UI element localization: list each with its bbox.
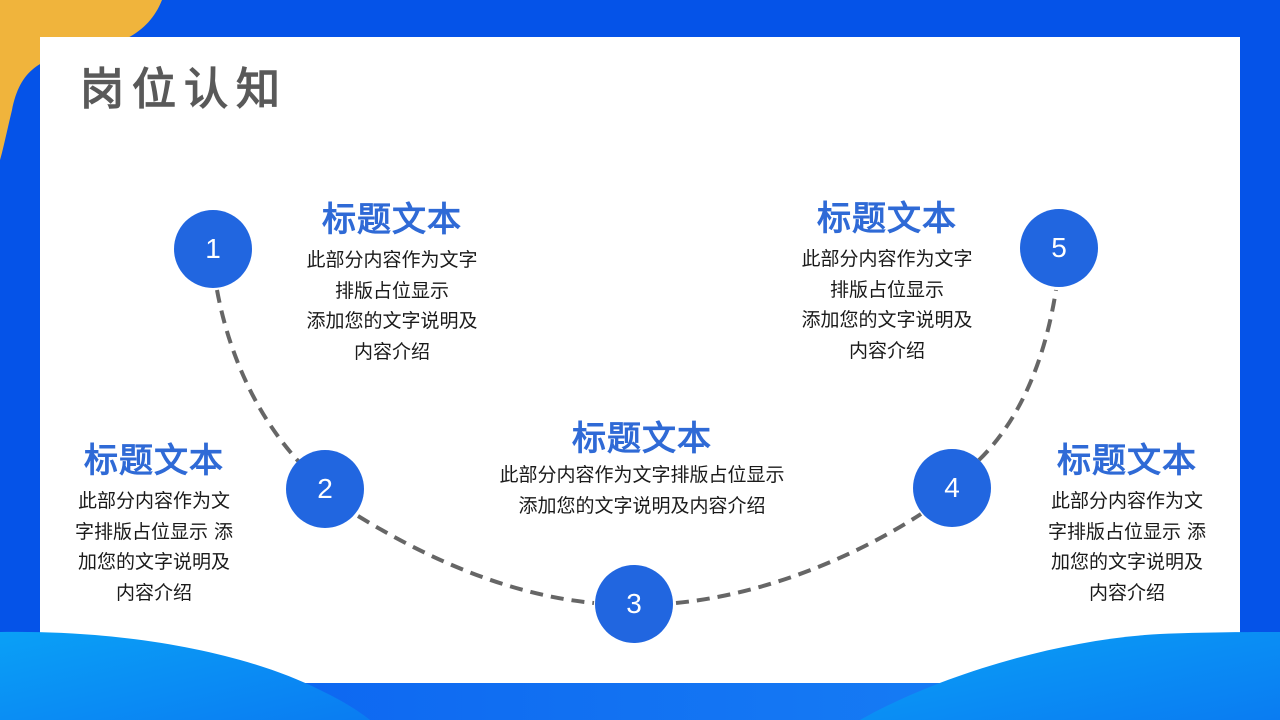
card-line: 添加您的文字说明及	[306, 310, 478, 332]
card-line: 此部分内容作为文字	[801, 248, 973, 270]
step-node-4: 4	[913, 449, 991, 527]
card-body: 此部分内容作为文字 排版占位显示 添加您的文字说明及 内容介绍	[777, 244, 997, 366]
right-wave	[860, 632, 1280, 720]
card-line: 内容介绍	[115, 581, 192, 604]
card-line: 字排版占位显示 添	[74, 520, 234, 543]
card-line: 此部分内容作为文字	[306, 249, 478, 271]
card-5: 标题文本 此部分内容作为文字 排版占位显示 添加您的文字说明及 内容介绍	[777, 198, 997, 366]
card-line: 此部分内容作为文字排版占位显示	[499, 464, 785, 486]
step-node-3: 3	[595, 565, 673, 643]
card-body: 此部分内容作为文 字排版占位显示 添 加您的文字说明及 内容介绍	[1017, 486, 1237, 608]
card-line: 内容介绍	[353, 340, 430, 363]
card-heading: 标题文本	[322, 200, 462, 240]
step-node-5: 5	[1020, 209, 1098, 287]
card-heading: 标题文本	[572, 419, 712, 459]
card-body: 此部分内容作为文 字排版占位显示 添 加您的文字说明及 内容介绍	[44, 486, 264, 608]
card-line: 加您的文字说明及	[77, 551, 230, 573]
card-line: 此部分内容作为文	[77, 490, 230, 512]
card-line: 加您的文字说明及	[1050, 551, 1203, 573]
card-heading: 标题文本	[84, 441, 224, 481]
card-4: 标题文本 此部分内容作为文 字排版占位显示 添 加您的文字说明及 内容介绍	[1017, 440, 1237, 608]
card-body: 此部分内容作为文字排版占位显示 添加您的文字说明及内容介绍	[462, 460, 822, 521]
card-line: 添加您的文字说明及内容介绍	[518, 494, 766, 517]
step-node-1: 1	[174, 210, 252, 288]
card-line: 排版占位显示	[829, 278, 944, 301]
card-1: 标题文本 此部分内容作为文字 排版占位显示 添加您的文字说明及 内容介绍	[282, 199, 502, 367]
card-line: 添加您的文字说明及	[801, 309, 973, 331]
card-line: 内容介绍	[1088, 581, 1165, 604]
card-body: 此部分内容作为文字 排版占位显示 添加您的文字说明及 内容介绍	[282, 245, 502, 367]
card-heading: 标题文本	[1057, 441, 1197, 481]
card-2: 标题文本 此部分内容作为文 字排版占位显示 添 加您的文字说明及 内容介绍	[44, 440, 264, 608]
card-line: 字排版占位显示 添	[1047, 520, 1207, 543]
card-3: 标题文本 此部分内容作为文字排版占位显示 添加您的文字说明及内容介绍	[462, 418, 822, 521]
page-title: 岗位认知	[80, 64, 288, 115]
step-node-2: 2	[286, 450, 364, 528]
card-line: 排版占位显示	[334, 279, 449, 302]
card-line: 内容介绍	[848, 339, 925, 362]
left-wave	[0, 631, 370, 720]
card-line: 此部分内容作为文	[1050, 490, 1203, 512]
card-heading: 标题文本	[817, 199, 957, 239]
